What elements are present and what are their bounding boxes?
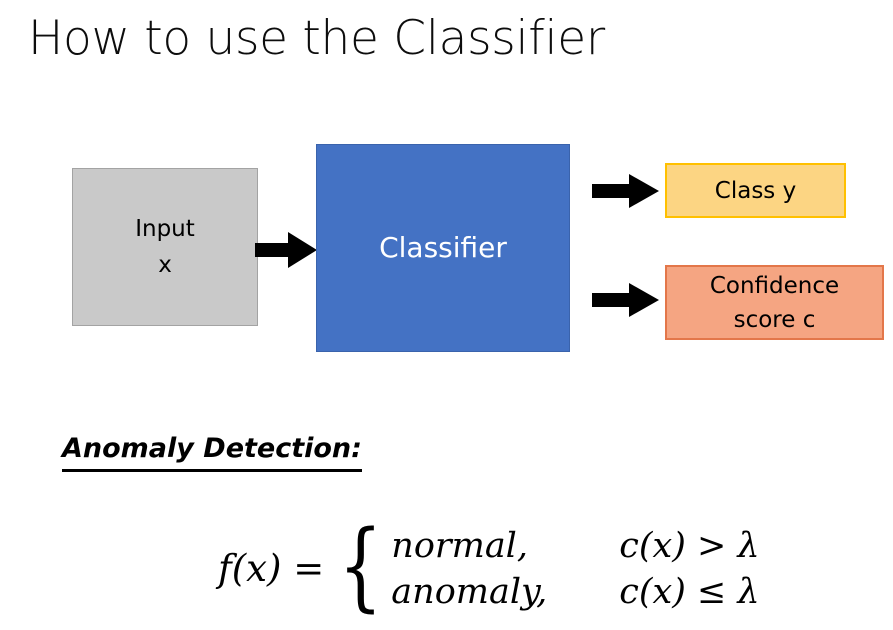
classifier-pipeline-diagram: Input x Classifier Class y — [72, 144, 884, 352]
input-label-line2: x — [158, 252, 172, 278]
arrow-classifier-to-class-icon — [592, 174, 659, 208]
arrow-input-to-classifier-icon — [255, 232, 317, 268]
diagram-node-class-output[interactable]: Class y — [665, 163, 846, 218]
diagram-node-input[interactable]: Input x — [72, 168, 258, 326]
confidence-output-label-line2: score c — [733, 306, 816, 333]
formula-case-value: anomaly, — [391, 572, 548, 612]
formula-brace: { — [338, 510, 383, 622]
arrow-classifier-to-confidence-icon — [592, 283, 659, 317]
formula-case-row: anomaly, c(x) ≤ λ — [391, 569, 759, 615]
classifier-label: Classifier — [379, 231, 507, 264]
diagram-node-classifier[interactable]: Classifier — [316, 144, 570, 352]
formula-case-value: normal, — [391, 526, 528, 566]
formula-case-condition: c(x) > λ — [619, 526, 760, 566]
formula-left-hand-side: f(x) = — [218, 547, 325, 590]
formula-case-condition: c(x) ≤ λ — [619, 572, 760, 612]
anomaly-detection-formula: f(x) = { normal, c(x) > λ anomaly, c(x) … — [218, 510, 760, 622]
anomaly-detection-heading: Anomaly Detection: — [62, 432, 362, 472]
page-title: How to use the Classifier — [28, 11, 605, 66]
formula-case-row: normal, c(x) > λ — [391, 523, 759, 569]
class-output-label: Class y — [714, 177, 797, 204]
diagram-node-confidence-output[interactable]: Confidence score c — [665, 265, 884, 340]
formula-cases: normal, c(x) > λ anomaly, c(x) ≤ λ — [391, 523, 759, 615]
confidence-output-label-line1: Confidence — [709, 272, 840, 299]
input-label-line1: Input — [135, 216, 195, 242]
